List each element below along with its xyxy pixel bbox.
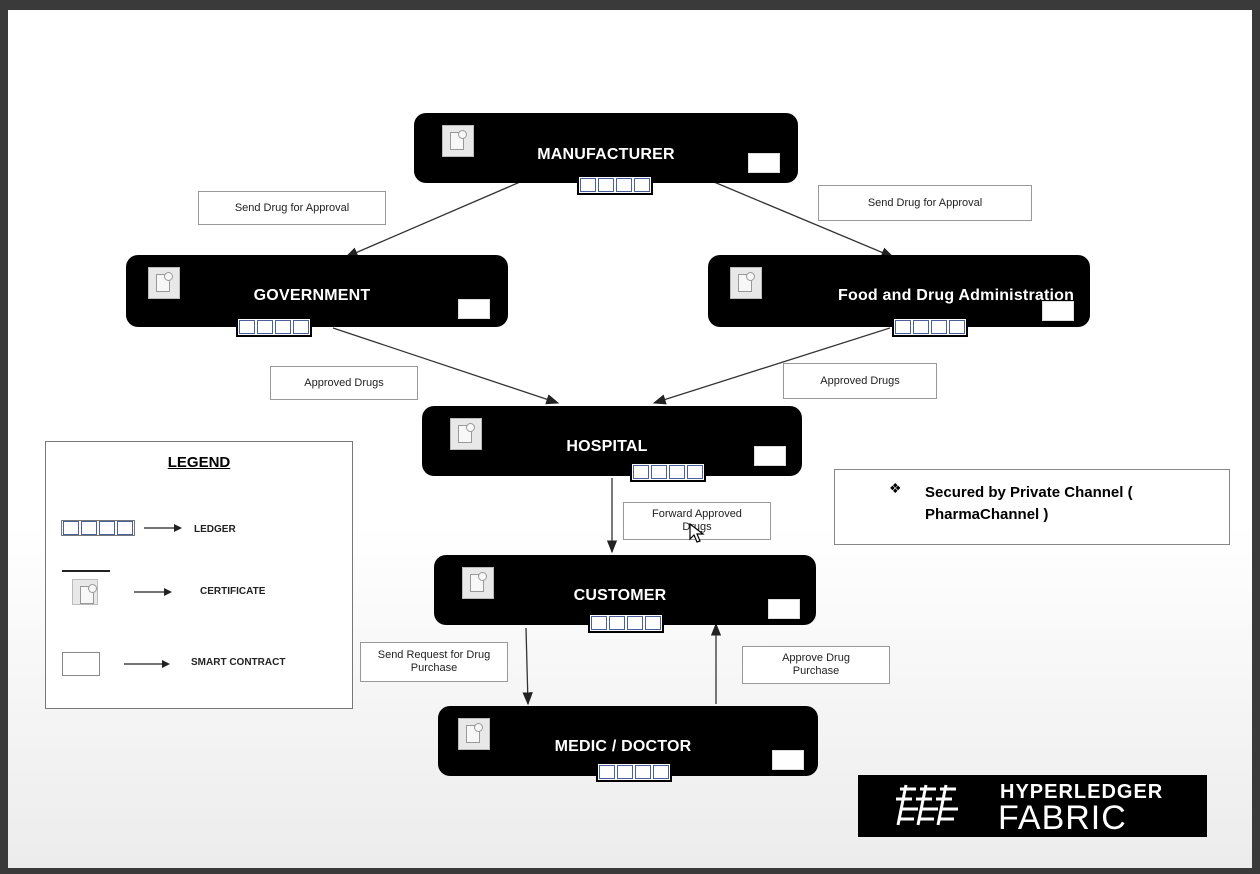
legend-arrow-icon [124, 660, 170, 668]
smart-contract-icon [768, 599, 800, 619]
arrow-fda-to-hospital [652, 327, 891, 405]
certificate-icon [462, 567, 494, 599]
logo-line2: FABRIC [998, 799, 1127, 837]
arrow-manufacturer-to-fda [713, 181, 895, 258]
arrow-manufacturer-to-government [344, 181, 521, 258]
arrow-government-to-hospital [332, 327, 560, 405]
legend-arrow-icon [144, 524, 182, 532]
hyperledger-logo-icon [896, 784, 958, 826]
private-channel-note: ❖ Secured by Private Channel ( PharmaCha… [834, 469, 1230, 545]
node-label: MANUFACTURER [537, 146, 675, 163]
ledger-icon [892, 317, 968, 337]
node-label: GOVERNMENT [253, 287, 371, 304]
certificate-icon [148, 267, 180, 299]
edge-label-approved-drugs-left: Approved Drugs [270, 366, 418, 400]
smart-contract-icon [458, 299, 490, 319]
edge-label-send-drug-right: Send Drug for Approval [818, 185, 1032, 221]
ledger-icon [236, 317, 312, 337]
legend-smart-contract-icon [62, 652, 100, 676]
ledger-icon [630, 462, 706, 482]
certificate-icon [450, 418, 482, 450]
node-customer: CUSTOMER [434, 555, 816, 633]
edge-label-send-request: Send Request for Drug Purchase [360, 642, 508, 682]
certificate-icon [442, 125, 474, 157]
mouse-cursor-icon [689, 522, 705, 543]
node-label: MEDIC / DOCTOR [554, 738, 692, 755]
ledger-icon [577, 175, 653, 195]
legend-ledger-icon [61, 520, 135, 536]
node-government: GOVERNMENT [126, 255, 508, 337]
node-fda: Food and Drug Administration [708, 255, 1090, 337]
node-medic-doctor: MEDIC / DOCTOR [438, 706, 818, 782]
legend-arrow-icon [134, 588, 172, 596]
legend-box: LEGEND LEDGER CERTIFICATE SMART CONTRACT [45, 441, 353, 709]
legend-title: LEGEND [167, 454, 231, 471]
edge-label-approved-drugs-right: Approved Drugs [783, 363, 937, 399]
certificate-icon [458, 718, 490, 750]
ledger-icon [596, 762, 672, 782]
smart-contract-icon [772, 750, 804, 770]
arrow-customer-to-medic [522, 627, 533, 706]
edge-label-approve-drug-purchase: Approve Drug Purchase [742, 646, 890, 684]
node-label: Food and Drug Administration [838, 287, 1075, 304]
legend-ledger-label: LEDGER [194, 524, 236, 535]
legend-certificate-label: CERTIFICATE [200, 586, 266, 597]
private-channel-text: Secured by Private Channel ( PharmaChann… [925, 484, 1133, 523]
node-label: HOSPITAL [566, 438, 648, 455]
bullet-icon: ❖ [889, 480, 902, 496]
smart-contract-icon [1042, 301, 1074, 321]
diagram-canvas: MANUFACTURER GOVERNMENT Food and Drug Ad… [8, 10, 1252, 868]
legend-line [62, 570, 110, 572]
hyperledger-fabric-logo: HYPERLEDGER FABRIC [858, 775, 1207, 837]
smart-contract-icon [748, 153, 780, 173]
legend-certificate-icon [72, 579, 98, 605]
ledger-icon [588, 613, 664, 633]
node-label: CUSTOMER [573, 587, 667, 604]
connector-layer [332, 181, 895, 706]
edge-label-send-drug-left: Send Drug for Approval [198, 191, 386, 225]
logo-line1: HYPERLEDGER [1000, 781, 1164, 803]
node-manufacturer: MANUFACTURER [414, 113, 798, 195]
legend-smart-contract-label: SMART CONTRACT [191, 657, 286, 668]
node-hospital: HOSPITAL [422, 406, 802, 482]
certificate-icon [730, 267, 762, 299]
smart-contract-icon [754, 446, 786, 466]
